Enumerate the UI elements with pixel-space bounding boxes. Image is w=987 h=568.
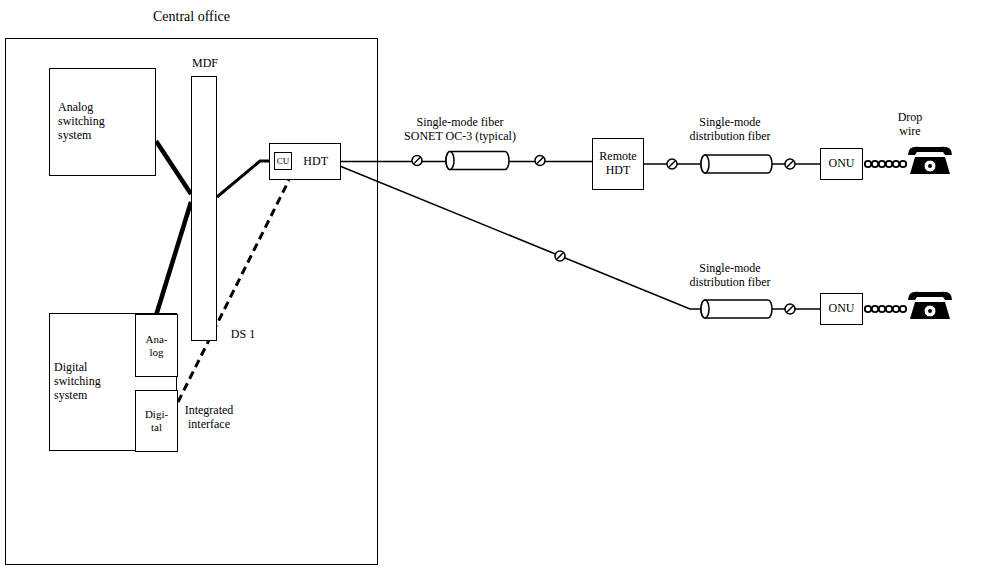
node-text: HDT (303, 155, 328, 169)
telephone (908, 292, 952, 319)
line-connector (156, 141, 191, 194)
cable-label: Single-mode fiber SONET OC-3 (typical) (398, 116, 522, 144)
onu-box: ONU (820, 148, 863, 180)
switching-system-box: Analog switching system (49, 68, 156, 176)
node-text: CU (277, 156, 290, 166)
switching-system-box: Digital switching system Ana- logDigi- ta… (49, 313, 177, 451)
remote-hdt-box: Remote HDT (592, 138, 644, 190)
signal-label: DS 1 (228, 328, 258, 342)
node-text: ONU (829, 302, 855, 316)
onu-box: ONU (820, 293, 863, 325)
cu-box: CU (274, 152, 292, 170)
interface-box: Digi- tal (135, 390, 178, 452)
node-text: Analog switching system (58, 101, 122, 142)
telephone (908, 147, 952, 174)
mdf-frame: MDF (191, 76, 217, 341)
line-connector (157, 202, 192, 314)
interface-box: Ana- log (135, 314, 178, 377)
node-text: Ana- log (143, 333, 171, 358)
node-text: Digi- tal (143, 408, 171, 433)
node-text: Digital switching system (54, 361, 130, 402)
hdt-box: HDT CU (269, 143, 341, 180)
cable-label: Single-mode distribution fiber (680, 262, 780, 290)
cable-label: Single-mode distribution fiber (680, 116, 780, 144)
cable-label: Drop wire (888, 111, 932, 139)
node-text: Central office (6, 9, 377, 25)
line-connector (217, 161, 274, 197)
interface-label: Integrated interface (180, 404, 238, 432)
node-text: Remote HDT (595, 150, 641, 178)
central-office-box: Central officeAnalog switching systemMDF… (5, 38, 378, 565)
drop-wire (865, 161, 906, 312)
line-connector (341, 167, 820, 310)
node-text: MDF (182, 57, 228, 71)
node-text: ONU (829, 157, 855, 171)
